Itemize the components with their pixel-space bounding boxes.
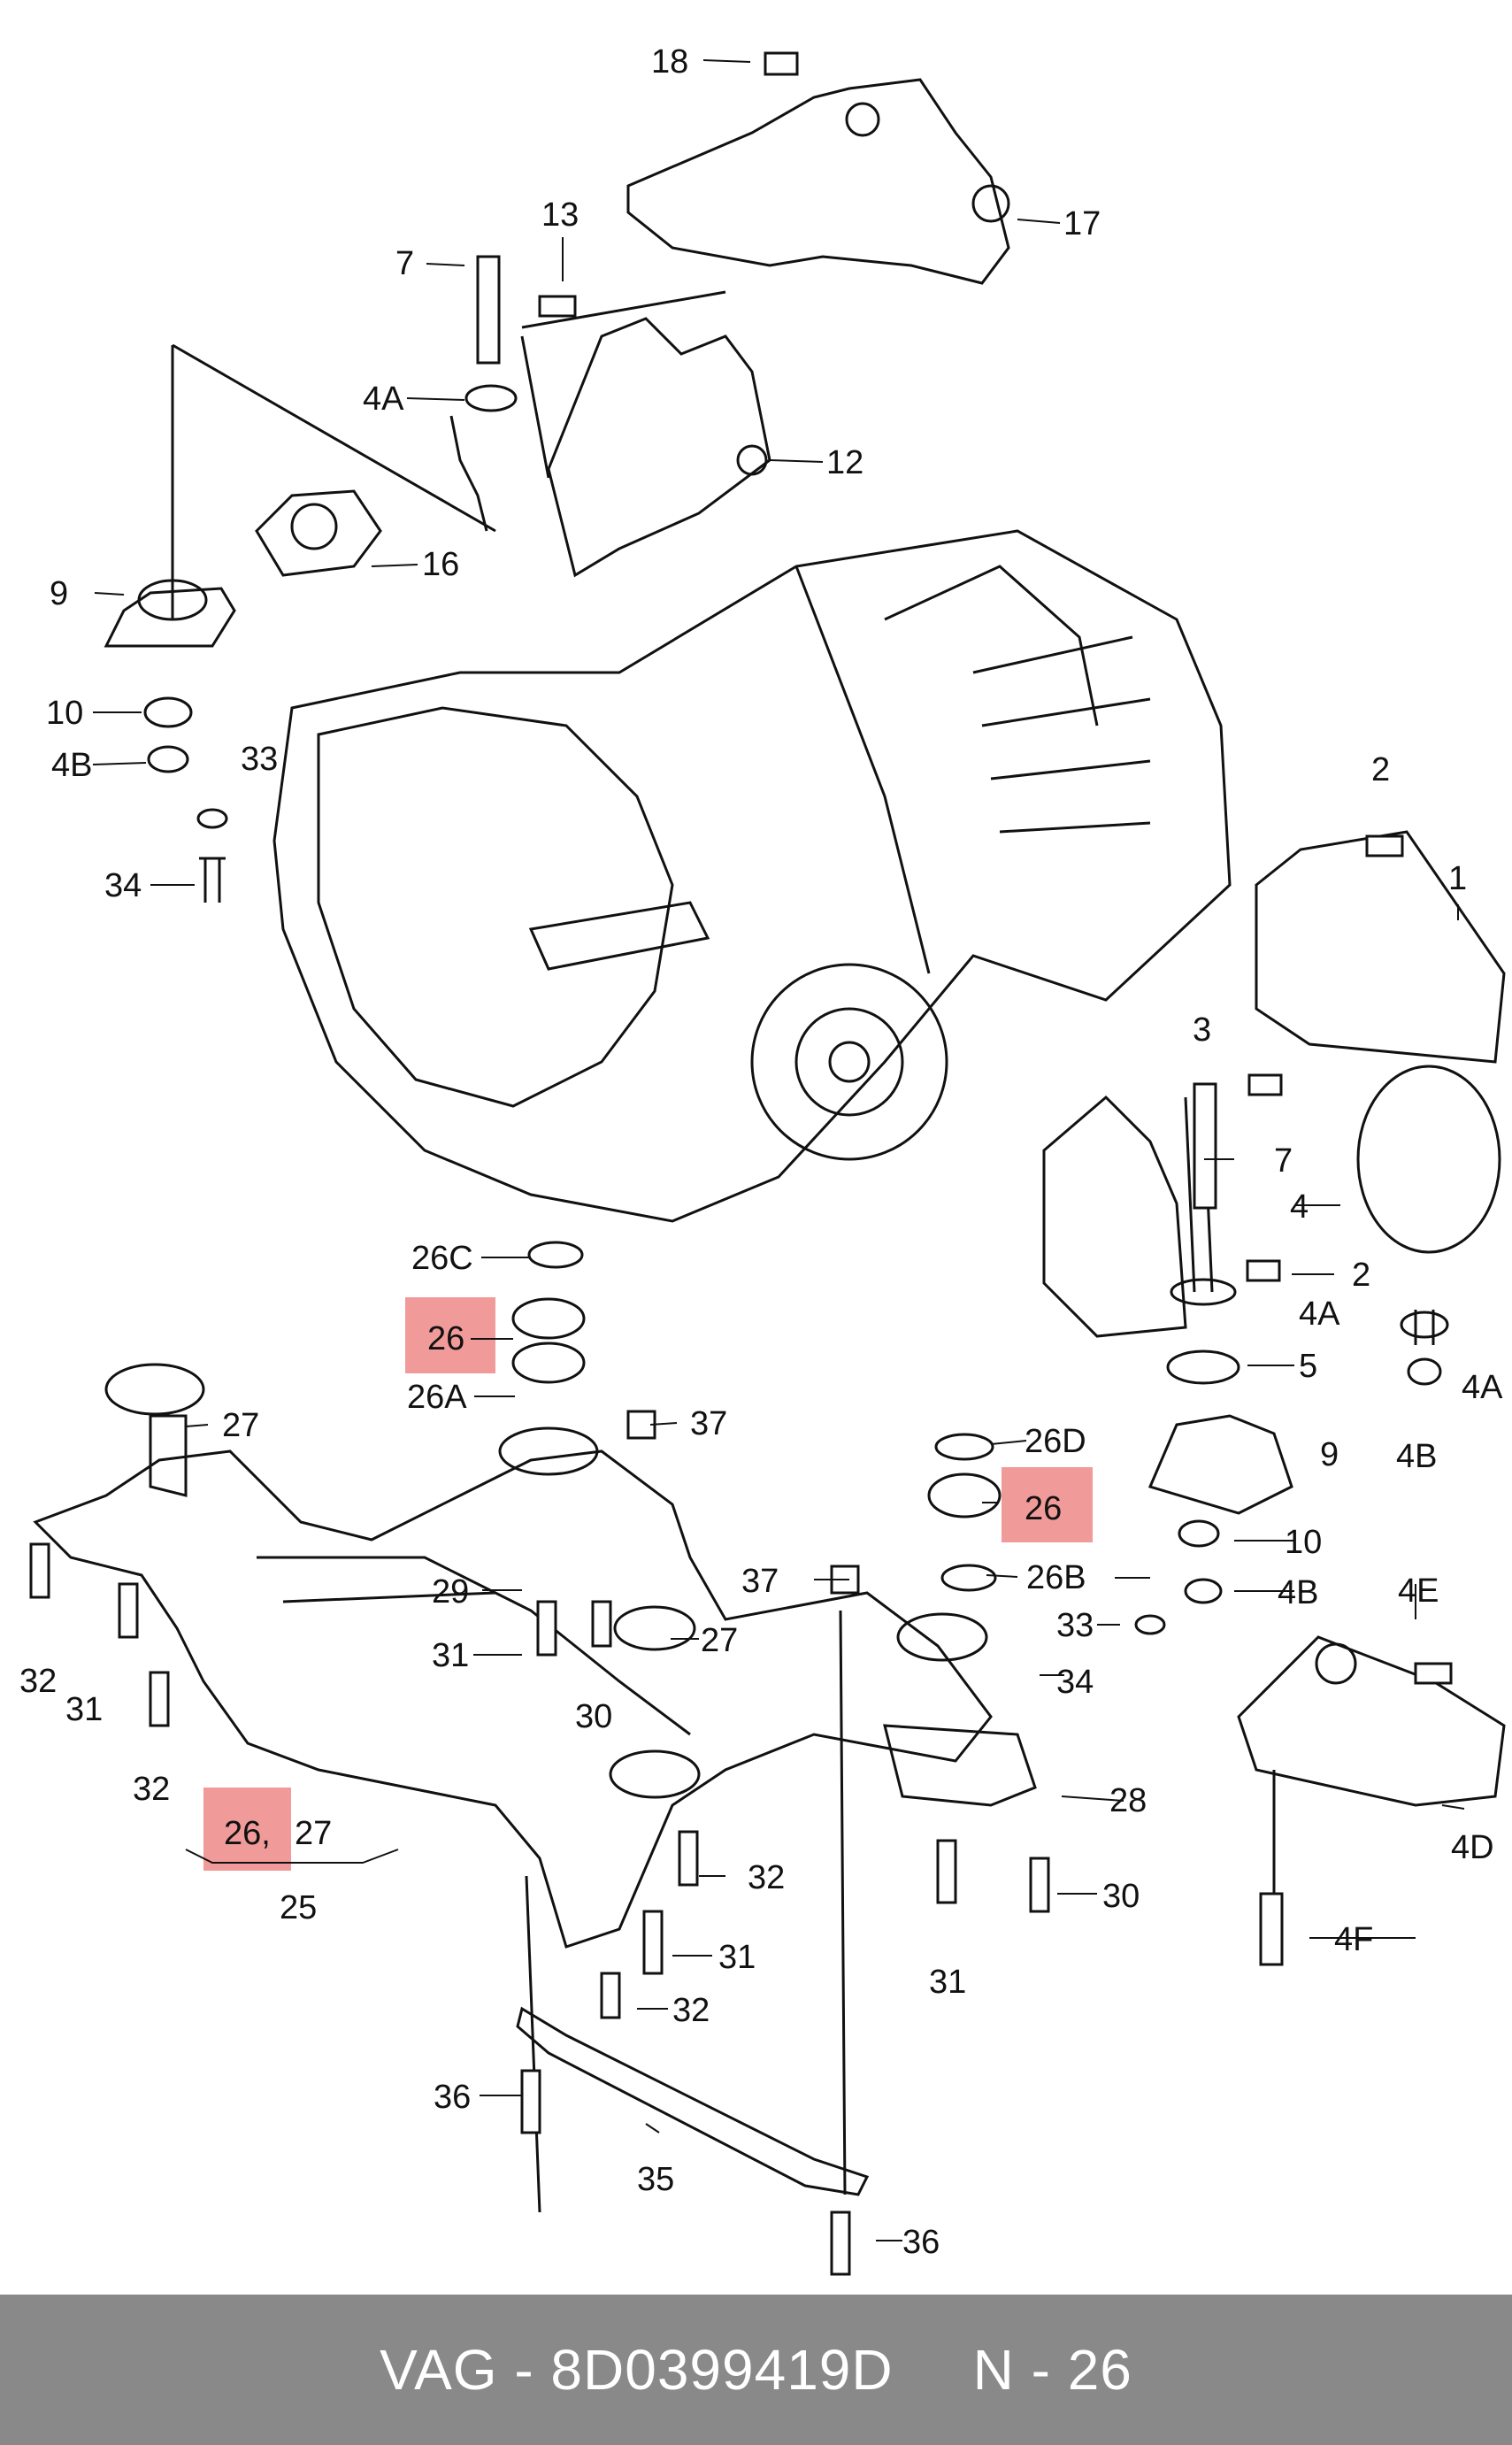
footer-brand: VAG bbox=[380, 2338, 498, 2402]
label-32: 32 bbox=[748, 1859, 785, 1896]
label-34: 34 bbox=[104, 867, 142, 904]
label-32: 32 bbox=[672, 1992, 710, 2029]
label-37: 37 bbox=[690, 1405, 727, 1442]
label-27: 27 bbox=[222, 1407, 259, 1444]
footer-bar: VAG - 8D0399419D N - 26 bbox=[0, 2295, 1512, 2445]
label-4: 4 bbox=[1290, 1188, 1309, 1226]
label-10: 10 bbox=[1285, 1524, 1322, 1561]
label-7: 7 bbox=[395, 245, 414, 282]
label-26-highlighted: 26 bbox=[427, 1320, 464, 1357]
footer-page: N - 26 bbox=[972, 2338, 1132, 2402]
label-34: 34 bbox=[1056, 1664, 1094, 1701]
label-26-highlighted: 26 bbox=[1025, 1490, 1062, 1527]
fasteners bbox=[29, 51, 1453, 2276]
label-26d: 26D bbox=[1025, 1423, 1086, 1460]
label-36: 36 bbox=[434, 2079, 471, 2116]
label-33: 33 bbox=[241, 741, 278, 778]
footer-dash: - bbox=[514, 2338, 534, 2402]
subframe-drawing bbox=[33, 1241, 1037, 2213]
label-26b: 26B bbox=[1026, 1559, 1086, 1596]
label-31: 31 bbox=[432, 1637, 469, 1674]
label-4d: 4D bbox=[1451, 1829, 1494, 1866]
top-brackets bbox=[255, 78, 1010, 578]
leader-lines bbox=[92, 59, 1465, 2241]
label-7: 7 bbox=[1274, 1142, 1293, 1180]
label-33: 33 bbox=[1056, 1607, 1094, 1644]
label-4a: 4A bbox=[1299, 1296, 1340, 1333]
label-4b: 4B bbox=[51, 747, 92, 784]
label-4a: 4A bbox=[363, 381, 404, 418]
label-37: 37 bbox=[741, 1563, 779, 1600]
label-2: 2 bbox=[1352, 1257, 1370, 1294]
label-4b: 4B bbox=[1396, 1438, 1437, 1475]
label-25: 25 bbox=[280, 1889, 317, 1926]
label-4b: 4B bbox=[1278, 1574, 1318, 1611]
callout-labels: 18 17 13 7 12 4A 16 9 10 4B 33 34 2 1 3 … bbox=[19, 43, 1503, 2261]
label-31: 31 bbox=[65, 1691, 103, 1728]
label-18: 18 bbox=[651, 43, 688, 81]
label-36: 36 bbox=[902, 2224, 940, 2261]
label-1: 1 bbox=[1448, 860, 1467, 897]
label-26-highlighted: 26, bbox=[224, 1815, 271, 1852]
label-5: 5 bbox=[1299, 1348, 1317, 1385]
highlight-boxes bbox=[203, 1297, 1093, 1871]
label-27: 27 bbox=[701, 1622, 738, 1659]
gearbox-drawing bbox=[272, 529, 1232, 1223]
right-mount-drawing bbox=[1042, 830, 1506, 1911]
label-9: 9 bbox=[50, 575, 68, 612]
label-30: 30 bbox=[1102, 1878, 1140, 1915]
label-4a: 4A bbox=[1462, 1369, 1503, 1406]
label-3: 3 bbox=[1193, 1011, 1211, 1049]
label-9: 9 bbox=[1320, 1436, 1339, 1473]
label-26c: 26C bbox=[411, 1240, 473, 1277]
label-31: 31 bbox=[929, 1964, 966, 2001]
label-17: 17 bbox=[1063, 205, 1101, 242]
label-4f: 4F bbox=[1334, 1921, 1373, 1958]
label-16: 16 bbox=[422, 546, 459, 583]
label-31: 31 bbox=[718, 1939, 756, 1976]
left-mount-drawing bbox=[104, 343, 496, 903]
label-35: 35 bbox=[637, 2161, 674, 2198]
label-32: 32 bbox=[19, 1663, 57, 1700]
exploded-parts-diagram: 18 17 13 7 12 4A 16 9 10 4B 33 34 2 1 3 … bbox=[19, 43, 1506, 2276]
label-29: 29 bbox=[432, 1573, 469, 1611]
label-28: 28 bbox=[1109, 1782, 1147, 1819]
label-10: 10 bbox=[46, 695, 83, 732]
label-26a: 26A bbox=[407, 1379, 467, 1416]
label-12: 12 bbox=[826, 444, 863, 481]
label-27: 27 bbox=[295, 1815, 332, 1852]
label-30: 30 bbox=[575, 1698, 612, 1735]
label-13: 13 bbox=[541, 196, 579, 234]
label-4e: 4E bbox=[1398, 1572, 1439, 1610]
footer-part-number: 8D0399419D bbox=[550, 2338, 894, 2402]
label-2: 2 bbox=[1371, 751, 1390, 788]
label-32: 32 bbox=[133, 1771, 170, 1808]
